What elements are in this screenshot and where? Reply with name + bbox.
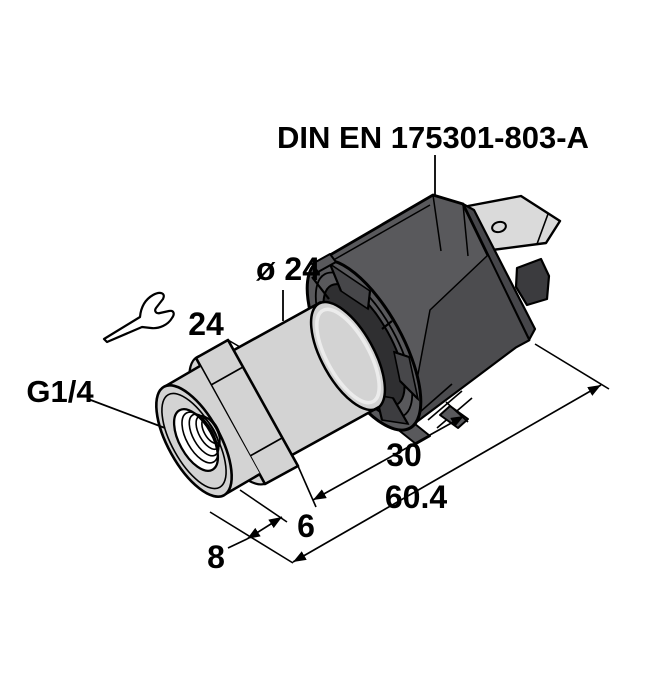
terminal-hole <box>491 220 507 234</box>
ext-hex-front <box>239 489 288 523</box>
dim-total-length-line <box>292 384 602 563</box>
dimension-lines <box>209 343 610 564</box>
thread-lines <box>181 411 221 464</box>
dim-port-length-line <box>246 516 283 540</box>
connector-standard-label: DIN EN 175301-803-A <box>277 120 589 155</box>
ext-connector-rear <box>534 343 610 390</box>
labels: DIN EN 175301-803-A ø 24 24 G1/4 30 60.4… <box>26 120 589 575</box>
leader-lines <box>87 155 436 429</box>
dim-connector-length-label: 30 <box>386 437 422 473</box>
sensor-body <box>155 300 387 498</box>
dim-port-leader <box>227 538 248 549</box>
dim-total-length-label: 60.4 <box>385 479 447 515</box>
side-terminal <box>514 257 551 307</box>
ring-lug <box>311 253 337 273</box>
process-connection-label: G1/4 <box>26 374 94 409</box>
dim-port-length-label: 8 <box>207 539 225 575</box>
ext-hex-rear <box>297 465 317 508</box>
dim-hex-length-label: 6 <box>297 508 315 544</box>
wrench-size-label: 24 <box>188 306 224 342</box>
leader-thread <box>87 398 166 429</box>
wrench-icon <box>102 291 175 344</box>
thread-bore <box>172 408 220 472</box>
pressure-port <box>155 364 261 498</box>
body-diameter-label: ø 24 <box>256 251 320 287</box>
